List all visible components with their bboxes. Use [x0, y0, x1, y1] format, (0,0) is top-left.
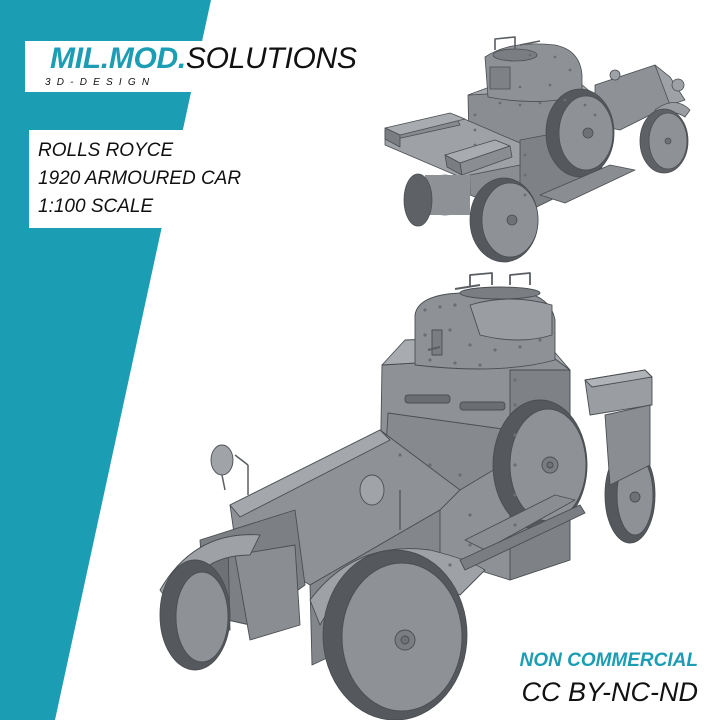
logo-wordmark: MIL.MOD.SOLUTIONS	[50, 42, 357, 76]
title-line-description: 1920 ARMOURED CAR	[38, 168, 242, 189]
title-line-scale: 1:100 SCALE	[38, 196, 154, 217]
logo-suffix: SOLUTIONS	[185, 42, 357, 75]
product-title: ROLLS ROYCE 1920 ARMOURED CAR 1:100 SCAL…	[29, 130, 241, 228]
license-type: NON COMMERCIAL	[519, 650, 698, 671]
title-line-model: ROLLS ROYCE	[38, 140, 174, 161]
vehicle-render-rear-view	[384, 36, 691, 263]
vehicle-render-front-view	[159, 272, 656, 720]
license-code: CC BY-NC-ND	[521, 677, 699, 707]
logo-tagline: 3D-DESIGN	[45, 77, 156, 88]
logo-brand: MIL.MOD.	[50, 42, 186, 75]
logo: MIL.MOD.SOLUTIONS 3D-DESIGN	[25, 41, 370, 92]
